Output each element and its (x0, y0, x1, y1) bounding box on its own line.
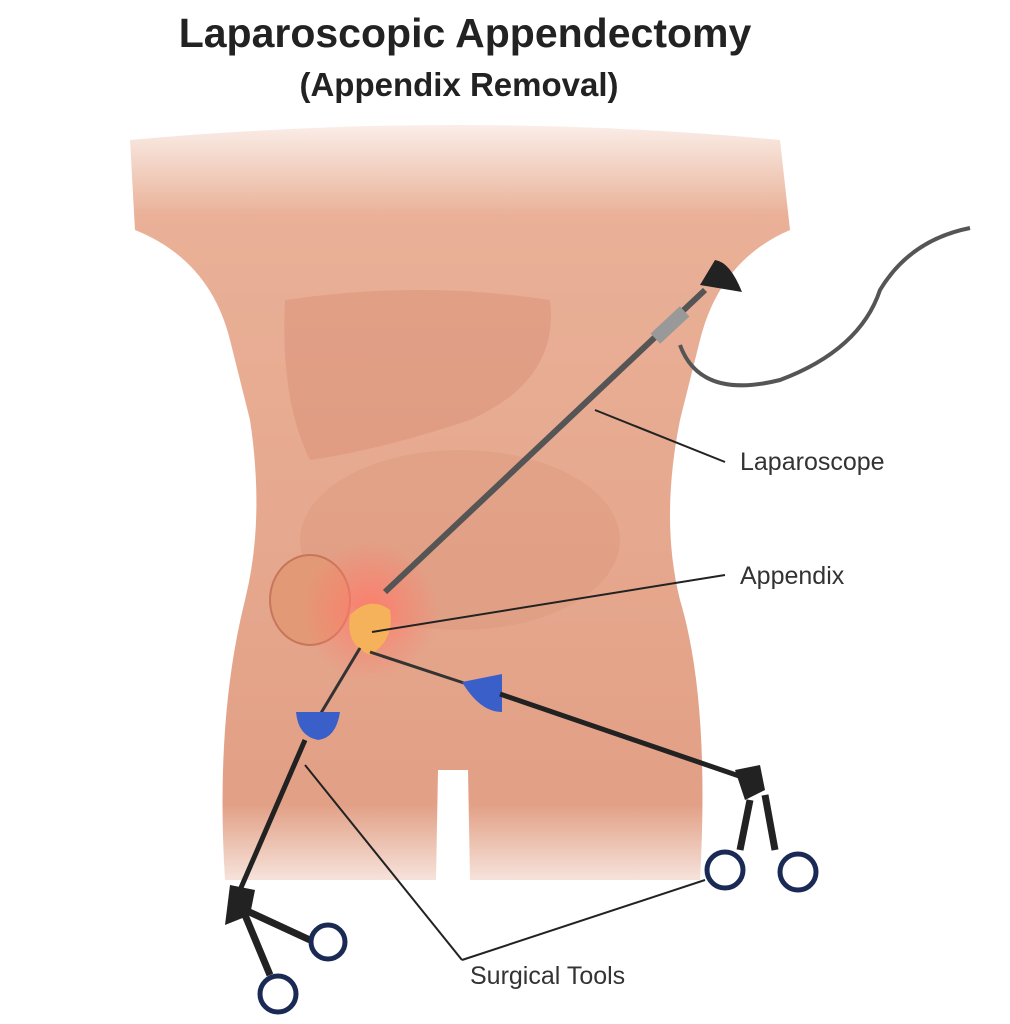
liver (284, 290, 551, 460)
appendix-organ (349, 603, 391, 655)
left-surgical-tool (225, 647, 362, 1015)
laparoscope (382, 226, 971, 595)
torso (130, 125, 790, 880)
leader-lines (304, 409, 726, 961)
port-icon (462, 674, 502, 712)
label-appendix: Appendix (740, 562, 845, 590)
label-surgical-tools: Surgical Tools (470, 962, 626, 990)
right-surgical-tool (369, 650, 819, 893)
diagram-title: Laparoscopic Appendectomy (178, 10, 752, 56)
port-icon (296, 712, 340, 740)
laparoscope-cable (678, 226, 971, 388)
label-laparoscope: Laparoscope (740, 448, 885, 476)
diagram-subtitle: (Appendix Removal) (299, 66, 619, 103)
eyepiece (700, 260, 742, 292)
